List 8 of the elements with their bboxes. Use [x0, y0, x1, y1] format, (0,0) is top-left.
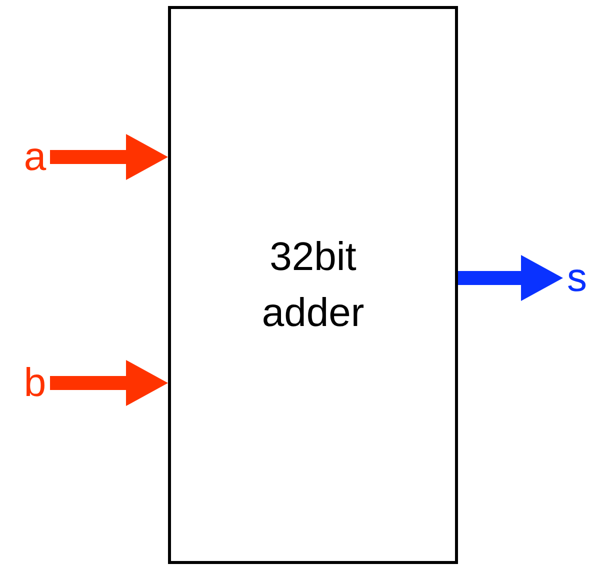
arrow [50, 360, 168, 406]
adder-block [168, 6, 458, 564]
signal-label: a [20, 135, 50, 179]
block-label: 32bit adder [260, 234, 366, 337]
signal-label: b [20, 361, 50, 405]
arrow [458, 255, 563, 301]
signal-label: s [563, 256, 591, 300]
arrow [50, 134, 168, 180]
